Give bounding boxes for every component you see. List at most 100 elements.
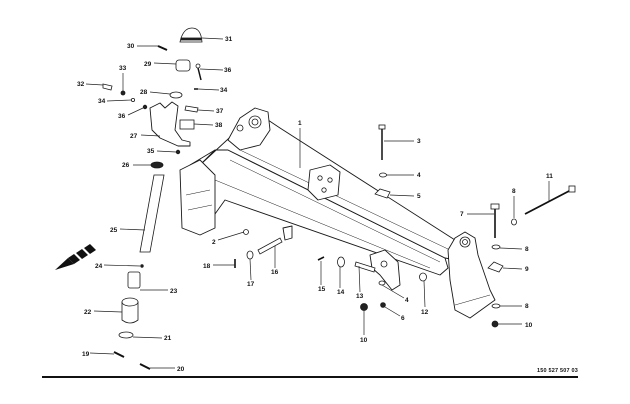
callout-35: 35 — [147, 148, 155, 155]
part-23-bushing — [127, 271, 141, 289]
callouts: 3130293634323334283637382735262524232221… — [77, 36, 553, 373]
leader-line — [217, 231, 245, 241]
leader-line — [423, 280, 426, 308]
callout-36b: 36 — [118, 113, 126, 120]
part-38-plate — [179, 119, 195, 130]
part-17-washer — [246, 250, 254, 260]
callout-27: 27 — [130, 133, 138, 140]
callout-1: 1 — [298, 120, 302, 127]
callout-20: 20 — [177, 366, 185, 373]
main-frame — [179, 107, 496, 319]
callout-6: 6 — [401, 315, 405, 322]
callout-15: 15 — [318, 286, 326, 293]
leader-line — [119, 228, 146, 231]
leader-line — [93, 310, 123, 313]
callout-8b: 8 — [525, 246, 529, 253]
part-28-washer — [169, 91, 183, 99]
part-4-washer-upper — [379, 172, 387, 178]
callout-22: 22 — [84, 309, 92, 316]
travel-direction-arrow-icon — [55, 244, 96, 270]
part-25-shaft — [139, 174, 165, 253]
leader-line — [153, 62, 177, 65]
leader-line — [389, 194, 415, 197]
part-36-bolt — [197, 67, 202, 81]
leader-line — [89, 352, 115, 355]
leader-line — [132, 336, 163, 339]
part-36-nut — [142, 104, 148, 110]
callout-10b: 10 — [525, 322, 533, 329]
leader-line — [499, 247, 523, 250]
part-2-nut — [243, 229, 249, 235]
part-22-bushing — [121, 301, 139, 324]
leader-line — [140, 134, 161, 137]
callout-18: 18 — [203, 263, 211, 270]
part-13-pin — [354, 261, 376, 273]
leader-line — [199, 68, 224, 71]
callout-13: 13 — [356, 293, 364, 300]
part-21-ring — [118, 331, 134, 339]
leader-line — [85, 83, 104, 86]
part-6-nut — [380, 302, 386, 308]
callout-33: 33 — [119, 65, 127, 72]
callout-17: 17 — [247, 281, 255, 288]
leader-line — [103, 264, 141, 267]
leader-line — [358, 265, 361, 293]
callout-4a: 4 — [417, 172, 421, 179]
callout-28: 28 — [140, 89, 148, 96]
leader-line — [502, 267, 523, 270]
callout-8a: 8 — [512, 188, 516, 195]
callout-7: 7 — [460, 211, 464, 218]
part-10-nut-right — [491, 320, 499, 328]
callout-2: 2 — [212, 239, 216, 246]
part-8-washer-bottom — [491, 303, 501, 309]
callout-3: 3 — [417, 138, 421, 145]
leader-line — [106, 99, 132, 102]
part-20-pin — [139, 363, 151, 370]
callout-23: 23 — [170, 288, 178, 295]
part-34-washer — [130, 98, 135, 103]
callout-21: 21 — [164, 335, 172, 342]
part-5-block — [374, 188, 391, 199]
leader-line — [381, 284, 405, 299]
callout-14: 14 — [337, 289, 345, 296]
part-8-washer-top — [511, 218, 517, 226]
callout-36a: 36 — [224, 67, 232, 74]
callout-19: 19 — [82, 351, 90, 358]
leader-line — [193, 123, 214, 126]
leader-line — [197, 88, 220, 91]
part-33-nut — [120, 90, 126, 96]
leader-line — [249, 258, 252, 281]
callout-4b: 4 — [405, 297, 409, 304]
leader-line — [201, 37, 224, 40]
callout-37: 37 — [216, 108, 224, 115]
callout-10a: 10 — [360, 337, 368, 344]
callout-34a: 34 — [220, 87, 228, 94]
part-8-washer-mid — [491, 244, 501, 250]
callout-31: 31 — [225, 36, 233, 43]
part-16-pin — [257, 237, 283, 255]
part-11-bolt — [524, 189, 572, 215]
part-26-washer — [150, 161, 164, 169]
part-12-washer — [419, 272, 427, 282]
part-29-block — [175, 59, 191, 72]
callout-16: 16 — [271, 269, 279, 276]
part-32-bolt — [102, 83, 113, 91]
callout-34b: 34 — [98, 98, 106, 105]
callout-24: 24 — [95, 263, 103, 270]
part-37-strip — [184, 105, 199, 113]
drawing-reference-number: 150 527 507 03 — [536, 368, 578, 374]
callout-5: 5 — [417, 193, 421, 200]
callout-9: 9 — [525, 266, 529, 273]
part-15-pin — [317, 256, 325, 261]
leader-line — [384, 306, 401, 317]
callout-32: 32 — [77, 81, 85, 88]
part-4-washer-lower — [378, 280, 386, 286]
leader-line — [149, 91, 171, 95]
leader-line — [156, 150, 177, 153]
callout-30: 30 — [127, 43, 135, 50]
callout-12: 12 — [421, 309, 429, 316]
part-19-pin — [113, 351, 125, 358]
bottom-rule — [42, 376, 578, 378]
leader-line — [127, 107, 144, 116]
